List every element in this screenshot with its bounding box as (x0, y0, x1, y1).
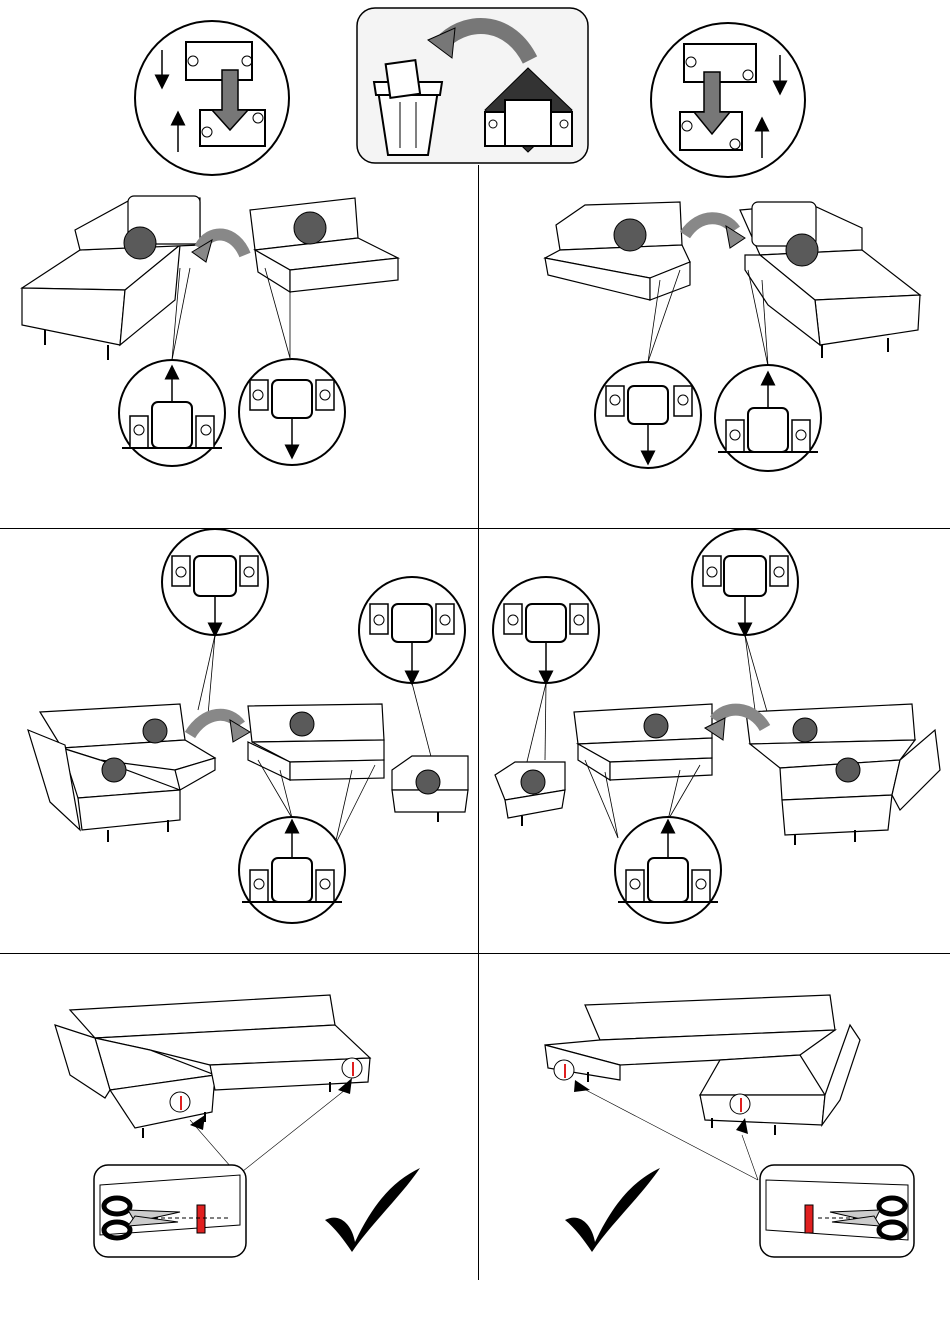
connect-arrow-icon (192, 234, 245, 262)
connect-right-corner-panel (545, 202, 920, 471)
discard-packaging-icon (357, 8, 588, 163)
bracket-down-detail (595, 362, 701, 468)
connect-arrow-icon (685, 218, 745, 248)
bracket-up-detail (715, 365, 821, 471)
bracket-down-detail (162, 529, 268, 635)
bracket-up-detail (239, 817, 345, 923)
bracket-down-detail (692, 529, 798, 635)
checkmark-icon (565, 1168, 660, 1252)
bracket-up-detail (119, 360, 225, 466)
bracket-down-icon (651, 23, 805, 177)
bracket-down-detail (493, 577, 599, 683)
connect-arrow-icon (190, 715, 250, 742)
bracket-up-detail (615, 817, 721, 923)
bracket-down-detail (359, 577, 465, 683)
checkmark-icon (325, 1168, 420, 1252)
connect-left-corner-panel (22, 196, 398, 466)
scissors-icon (94, 1165, 246, 1257)
connect-right-ottoman-panel (493, 529, 940, 923)
connect-left-ottoman-panel (28, 529, 468, 923)
cut-strap-right-panel (545, 995, 914, 1257)
scissors-icon (760, 1165, 914, 1257)
bracket-down-detail (239, 359, 345, 465)
bracket-down-icon (135, 21, 289, 175)
cut-strap-left-panel (55, 995, 420, 1257)
